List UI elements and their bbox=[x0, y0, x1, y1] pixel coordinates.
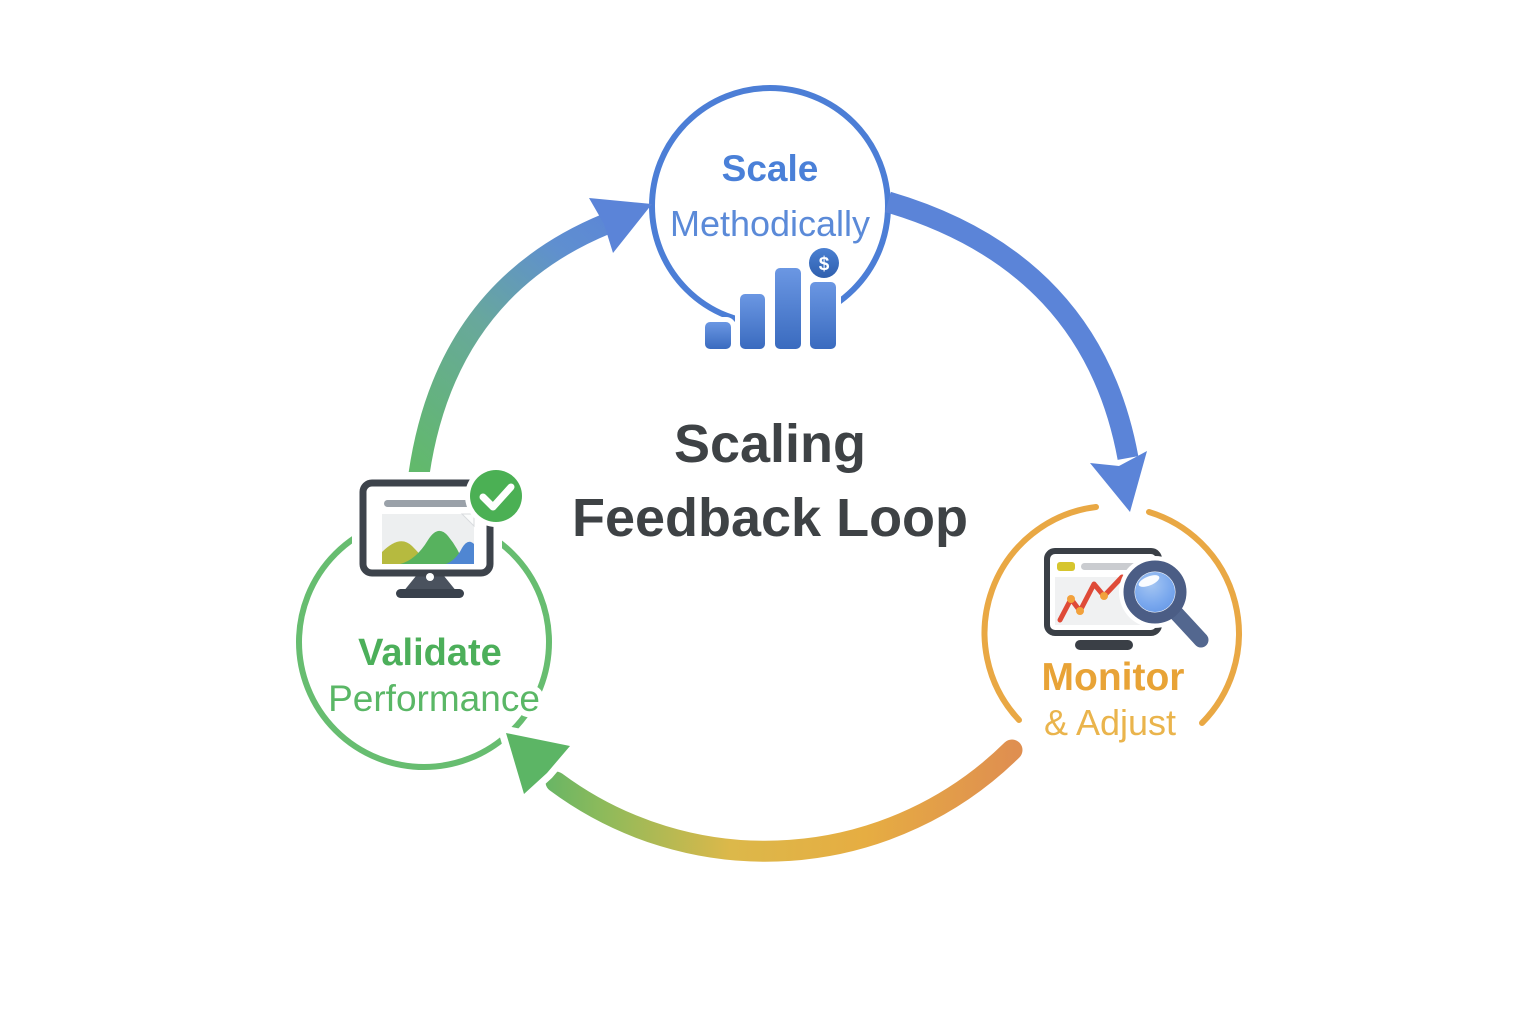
monitor-base bbox=[396, 589, 464, 598]
chart-dot bbox=[1100, 592, 1108, 600]
analytics-magnifier-icon bbox=[1040, 544, 1213, 656]
panel-dogear bbox=[460, 513, 475, 528]
arrowhead-icon bbox=[589, 198, 652, 253]
chart-dot bbox=[1067, 595, 1075, 603]
monitor-label-line1: Monitor bbox=[1042, 656, 1185, 699]
arrow-validate-to-scale bbox=[408, 198, 652, 476]
arrow-shaft bbox=[885, 191, 1139, 460]
arrow-shaft bbox=[545, 739, 1023, 862]
arrow-monitor-to-validate bbox=[499, 726, 1023, 862]
checkmark-icon bbox=[479, 483, 515, 511]
screen-header-bar bbox=[1081, 563, 1143, 570]
monitor-stand-bar bbox=[1075, 640, 1133, 650]
bar-3 bbox=[775, 268, 801, 349]
lens-highlight bbox=[1138, 575, 1160, 587]
magnifier-ring bbox=[1123, 560, 1187, 624]
yellow-pill bbox=[1057, 562, 1075, 571]
diagram-title-line1: Scaling bbox=[674, 414, 866, 474]
screen-header-bar bbox=[384, 500, 470, 507]
monitor-circle-left-arc bbox=[981, 504, 1099, 723]
dollar-symbol: $ bbox=[819, 254, 830, 275]
monitor-node-circle bbox=[981, 504, 1242, 726]
dollar-badge bbox=[809, 248, 839, 278]
monitor-circle-right-arc bbox=[1146, 509, 1242, 726]
monitor-stand bbox=[403, 576, 457, 592]
monitor-checkmark-icon bbox=[352, 465, 527, 608]
stand-notch bbox=[426, 573, 434, 581]
bar-2 bbox=[740, 294, 765, 349]
scale-label-line1: Scale bbox=[722, 148, 819, 189]
bar-chart-dollar-icon: $ bbox=[700, 241, 846, 354]
magnifier-handle bbox=[1169, 606, 1209, 648]
diagram-title-line2: Feedback Loop bbox=[572, 488, 968, 548]
validate-label-line2: Performance bbox=[328, 678, 540, 719]
hill-blue bbox=[446, 541, 474, 564]
arrow-shaft bbox=[408, 214, 611, 476]
check-badge bbox=[470, 470, 522, 522]
bar-1 bbox=[705, 322, 731, 349]
bar-4 bbox=[810, 282, 836, 349]
monitor-label-line2: & Adjust bbox=[1044, 702, 1176, 743]
hill-green bbox=[400, 530, 464, 564]
area-chart bbox=[382, 530, 474, 564]
scale-label-line2: Methodically bbox=[670, 203, 870, 244]
arrowhead-icon bbox=[506, 733, 570, 794]
validate-label-line1: Validate bbox=[358, 632, 502, 674]
arrowhead-icon bbox=[1090, 451, 1147, 512]
chart-dot bbox=[1076, 607, 1084, 615]
arrow-scale-to-monitor bbox=[885, 191, 1147, 512]
